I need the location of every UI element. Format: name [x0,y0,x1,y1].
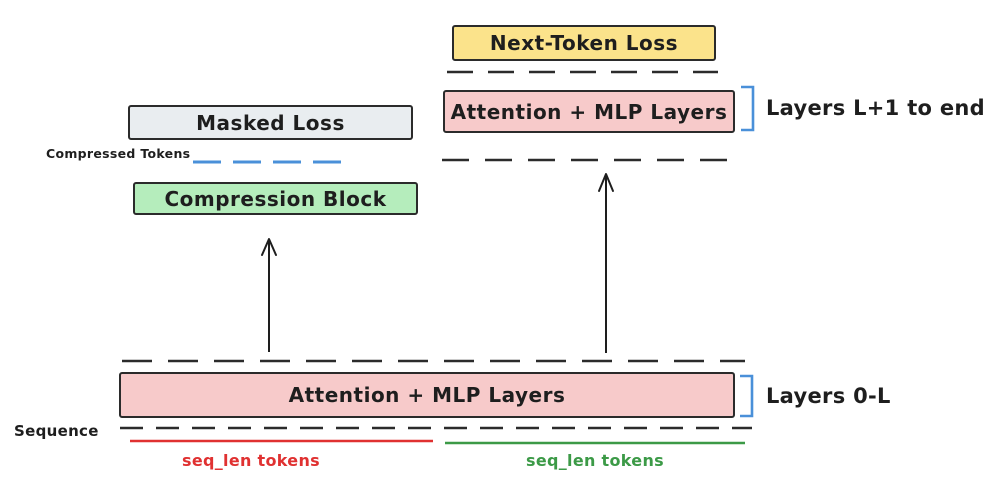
lower-attention-mlp-box: Attention + MLP Layers [119,372,735,418]
compression-block-label: Compression Block [164,186,387,211]
right-up-arrow [598,173,614,353]
layers-lower-label: Layers 0-L [766,384,891,408]
left-up-arrow [261,238,277,352]
seq-len-tokens-red-label: seq_len tokens [182,451,320,470]
next-token-loss-label: Next-Token Loss [489,31,679,55]
masked-loss-label: Masked Loss [196,110,345,135]
layers-upper-label: Layers L+1 to end [766,96,984,120]
next-token-loss-box: Next-Token Loss [452,25,716,61]
compressed-tokens-label: Compressed Tokens [46,146,191,161]
upper-attention-mlp-box: Attention + MLP Layers [443,90,735,133]
lower-layers-bracket [740,374,754,418]
seq-len-tokens-green-label: seq_len tokens [526,451,664,470]
masked-loss-box: Masked Loss [128,105,413,140]
sequence-label: Sequence [14,422,99,440]
compression-block-box: Compression Block [133,182,418,215]
upper-layers-bracket [741,85,755,132]
lower-attention-mlp-label: Attention + MLP Layers [288,383,566,407]
upper-attention-mlp-label: Attention + MLP Layers [450,99,728,124]
